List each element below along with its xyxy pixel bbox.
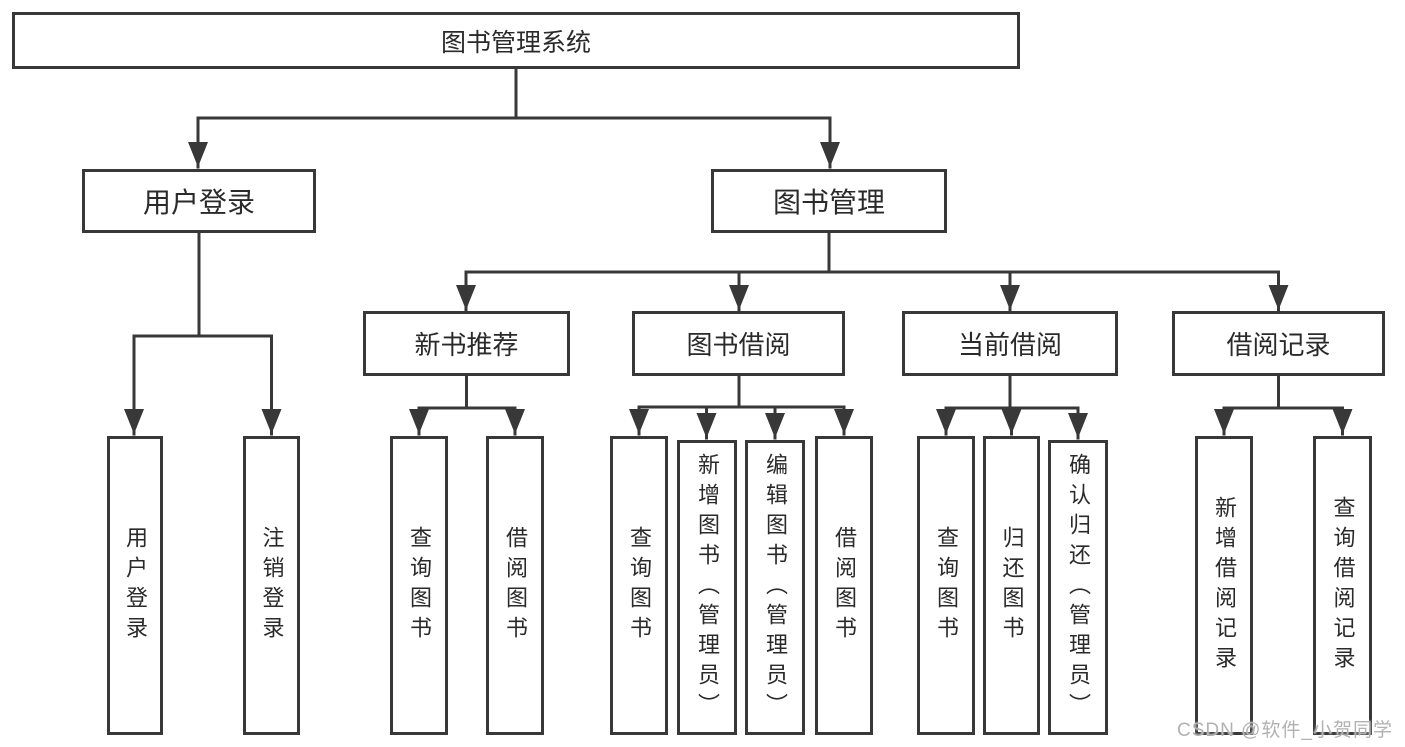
leaf-label: 查询图书 [627,525,652,646]
leaf-query-books-2: 查询图书 [610,436,668,735]
leaf-borrow-books-2: 借阅图书 [815,436,873,735]
leaf-query-books-1: 查询图书 [390,436,448,735]
leaf-label: 查询图书 [934,525,959,646]
leaf-logout: 注销登录 [243,436,300,735]
leaf-edit-book-admin: 编辑图书（管理员） [745,440,805,735]
leaf-label: 编辑图书（管理员） [763,452,788,723]
leaf-add-book-admin: 新增图书（管理员） [677,440,737,735]
watermark: CSDN @软件_小贺同学 [1177,720,1393,741]
leaf-label: 查询借阅记录 [1330,495,1356,676]
node-new-book-recommend: 新书推荐 [363,311,570,376]
node-book-borrow: 图书借阅 [632,311,845,376]
node-borrow-records: 借阅记录 [1172,311,1385,376]
leaf-label: 注销登录 [259,525,285,646]
leaf-confirm-return-admin: 确认归还（管理员） [1048,440,1108,735]
leaf-query-borrow-record: 查询借阅记录 [1313,436,1372,735]
node-library-system: 图书管理系统 [12,12,1020,69]
leaf-query-books-3: 查询图书 [917,436,975,735]
leaf-label: 新增借阅记录 [1212,495,1237,676]
leaf-label: 新增图书（管理员） [695,452,720,723]
leaf-label: 归还图书 [999,525,1025,646]
leaf-label: 查询图书 [407,525,432,646]
node-user-login: 用户登录 [82,169,316,233]
leaf-label: 借阅图书 [832,525,857,646]
node-current-borrow: 当前借阅 [902,311,1118,376]
leaf-label: 确认归还（管理员） [1066,452,1091,723]
leaf-user-login: 用户登录 [107,436,163,735]
leaf-label: 用户登录 [123,525,148,646]
node-book-management: 图书管理 [711,169,947,233]
leaf-return-books: 归还图书 [983,436,1040,735]
leaf-add-borrow-record: 新增借阅记录 [1195,436,1253,735]
leaf-borrow-books-1: 借阅图书 [486,436,544,735]
leaf-label: 借阅图书 [503,525,528,646]
